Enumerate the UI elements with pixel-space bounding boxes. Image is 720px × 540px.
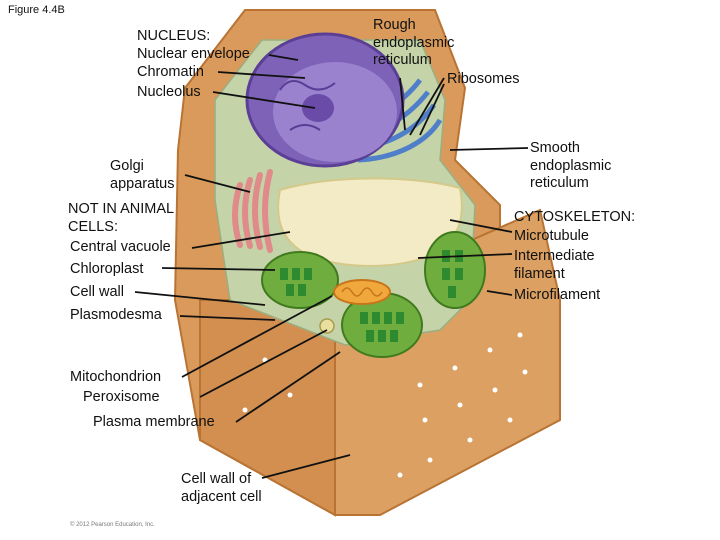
leader-lines: [134, 54, 529, 479]
adjacent-cell-wall-label: Cell wall of adjacent cell: [181, 471, 262, 505]
nuclear-envelope-label: Nuclear envelope: [137, 46, 250, 62]
nucleus: [245, 32, 405, 168]
chloroplasts: [261, 231, 486, 358]
central-vacuole-label: Central vacuole: [70, 239, 171, 255]
cell-wall-label: Cell wall: [70, 284, 124, 300]
nucleus-heading: NUCLEUS:: [137, 28, 211, 44]
peroxisome: [319, 318, 335, 334]
smooth-er-label: Smooth endoplasmic reticulum: [530, 140, 612, 191]
golgi-apparatus: [232, 169, 273, 253]
intermediate-filament-label: Intermediate filament: [514, 248, 595, 282]
rough-er-label: Rough endoplasmic reticulum: [373, 17, 455, 68]
nucleolus-label: Nucleolus: [137, 84, 201, 100]
chloroplast-label: Chloroplast: [70, 261, 144, 277]
microtubule-label: Microtubule: [514, 228, 589, 244]
mitochondrion: [333, 279, 391, 305]
peroxisome-label: Peroxisome: [83, 389, 160, 405]
golgi-label: Golgi apparatus: [110, 158, 175, 192]
plasma-membrane-label: Plasma membrane: [93, 414, 215, 430]
not-in-animal-heading: NOT IN ANIMAL CELLS:: [68, 201, 175, 235]
plasmodesma-label: Plasmodesma: [70, 307, 162, 323]
mitochondrion-label: Mitochondrion: [70, 369, 162, 385]
cytoskeleton-heading: CYTOSKELETON:: [514, 209, 636, 225]
microfilament-label: Microfilament: [514, 287, 601, 303]
ribosomes-label: Ribosomes: [447, 71, 520, 87]
chromatin-label: Chromatin: [137, 64, 204, 80]
figure-label: Figure 4.4B: [8, 4, 65, 16]
copyright-notice: © 2012 Pearson Education, Inc.: [70, 522, 155, 528]
